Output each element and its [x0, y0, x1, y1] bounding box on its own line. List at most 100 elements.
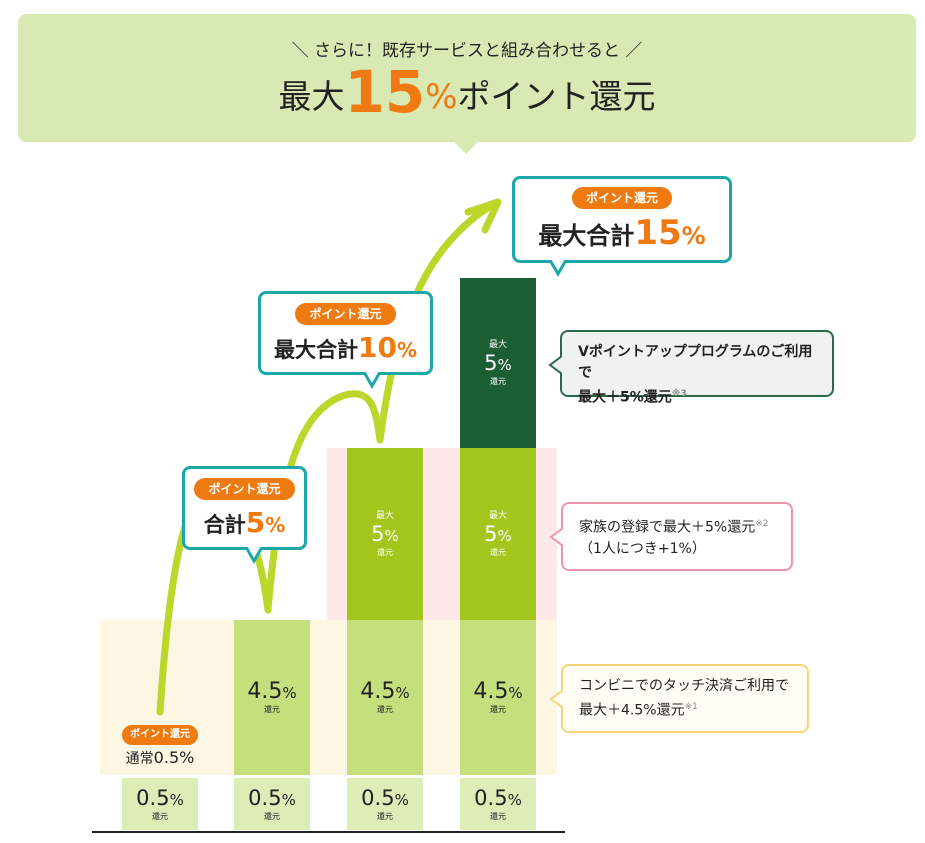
segment-top: 最大 [375, 510, 394, 521]
bubble-total-5: ポイント還元 合計5% [182, 466, 307, 550]
callout-family-line1-wrap: 家族の登録で最大＋5%還元※2 [579, 514, 775, 539]
column1-pill-wrap: ポイント還元 [122, 722, 198, 745]
segment-sub: 還元 [377, 812, 393, 821]
segment-number: 0.5 [474, 786, 508, 810]
segment-value: 4.5% [360, 680, 409, 705]
segment-value: 0.5% [361, 786, 409, 812]
segment-sub: 還元 [152, 812, 168, 821]
segment-sub: 還元 [264, 705, 280, 714]
bubble1-prefix: 合計 [203, 512, 246, 537]
headline-prefix: 最大 [278, 77, 345, 116]
bubble1-text: 合計5% [204, 506, 286, 539]
callout-vpoint-line1: Vポイントアッププログラムのご利用で [578, 344, 813, 381]
callout-family-note: ※2 [755, 519, 769, 529]
bubble1-unit: % [265, 512, 286, 537]
segment-number: 0.5 [248, 786, 282, 810]
segment-number: 5 [371, 521, 385, 546]
segment-sub: 還元 [490, 812, 506, 821]
segment-number: 4.5 [360, 679, 396, 704]
normal-rate-value: 0.5% [153, 748, 195, 767]
segment-unit: % [507, 791, 522, 809]
segment-unit: % [497, 355, 512, 374]
segment-unit: % [508, 684, 523, 702]
segment-value: 0.5% [248, 786, 296, 812]
column3-conv-segment: 4.5% 還元 [347, 620, 423, 775]
callout-vpoint: Vポイントアッププログラムのご利用で 最大＋5%還元※3 [560, 330, 834, 406]
headline-number: 15 [344, 58, 426, 126]
column1-pill: ポイント還元 [122, 725, 198, 745]
segment-unit: % [497, 526, 512, 545]
callout-family-line2: （1人につき+1%） [579, 540, 706, 557]
callout-vpoint-note: ※3 [671, 389, 687, 399]
segment-value: 5% [484, 522, 512, 548]
bubble1-tail [244, 547, 264, 565]
segment-sub: 還元 [490, 547, 506, 557]
callout-vpoint-line2-wrap: 最大＋5%還元※3 [578, 384, 816, 409]
banner-headline: 最大15%ポイント還元 [18, 62, 916, 127]
callout-convenience: コンビニでのタッチ決済ご利用で 最大＋4.5%還元※1 [561, 664, 809, 733]
segment-sub: 還元 [490, 705, 506, 714]
callout-conv-tail [549, 689, 563, 709]
segment-sub: 還元 [490, 376, 506, 386]
normal-rate-label: 通常0.5% [100, 748, 220, 768]
column2-conv-segment: 4.5% 還元 [234, 620, 310, 775]
column4-vpoint-segment: 最大 5% 還元 [460, 278, 536, 448]
segment-value: 0.5% [136, 786, 184, 812]
segment-value: 4.5% [247, 680, 296, 705]
segment-number: 0.5 [361, 786, 395, 810]
segment-value: 0.5% [474, 786, 522, 812]
segment-unit: % [282, 684, 297, 702]
segment-number: 4.5 [247, 679, 283, 704]
bubble2-text: 最大合計10% [274, 331, 417, 364]
banner-pointer [453, 141, 479, 154]
callout-family: 家族の登録で最大＋5%還元※2 （1人につき+1%） [561, 502, 793, 571]
segment-unit: % [394, 791, 409, 809]
bubble-max-total-10: ポイント還元 最大合計10% [258, 291, 433, 375]
headline-suffix: ポイント還元 [457, 77, 656, 116]
segment-number: 0.5 [136, 786, 170, 810]
bubble3-text: 最大合計15% [538, 213, 705, 253]
bubble3-pill: ポイント還元 [571, 186, 672, 209]
segment-unit: % [169, 791, 184, 809]
callout-conv-line2: 最大＋4.5%還元 [579, 702, 685, 719]
segment-top: 最大 [488, 510, 507, 521]
bubble2-unit: % [396, 337, 417, 362]
column4-base-segment: 0.5% 還元 [460, 778, 536, 830]
bubble1-pill: ポイント還元 [194, 477, 295, 500]
bubble1-number: 5 [245, 505, 266, 539]
headline-percent: % [425, 77, 458, 117]
segment-unit: % [281, 791, 296, 809]
column3-base-segment: 0.5% 還元 [347, 778, 423, 830]
callout-vpoint-tail [548, 355, 562, 375]
segment-number: 5 [484, 521, 498, 546]
callout-vpoint-line2: 最大＋5%還元 [578, 389, 672, 406]
segment-sub: 還元 [377, 547, 393, 557]
bubble2-prefix: 最大合計 [273, 337, 358, 362]
segment-value: 4.5% [473, 680, 522, 705]
segment-value: 5% [484, 351, 512, 377]
segment-top: 最大 [488, 339, 507, 350]
bubble2-pill: ポイント還元 [295, 302, 396, 325]
segment-unit: % [384, 526, 399, 545]
column2-base-segment: 0.5% 還元 [234, 778, 310, 830]
top-banner [18, 14, 916, 142]
bubble2-tail [362, 372, 382, 390]
column3-family-segment: 最大 5% 還元 [347, 448, 423, 620]
segment-sub: 還元 [377, 705, 393, 714]
baseline-rule [92, 831, 565, 833]
bubble3-tail [548, 260, 568, 278]
bubble2-number: 10 [357, 330, 397, 364]
callout-conv-line1: コンビニでのタッチ決済ご利用で [579, 678, 789, 694]
column4-family-segment: 最大 5% 還元 [460, 448, 536, 620]
segment-number: 4.5 [473, 679, 509, 704]
bubble3-unit: % [681, 221, 706, 250]
bubble-max-total-15: ポイント還元 最大合計15% [512, 176, 732, 263]
bubble3-number: 15 [634, 212, 682, 253]
callout-family-line1: 家族の登録で最大＋5%還元 [579, 519, 756, 536]
callout-conv-note: ※1 [684, 702, 698, 712]
segment-sub: 還元 [264, 812, 280, 821]
column4-conv-segment: 4.5% 還元 [460, 620, 536, 775]
normal-rate-prefix: 通常 [125, 751, 154, 767]
callout-conv-line2-wrap: 最大＋4.5%還元※1 [579, 697, 791, 722]
bubble3-prefix: 最大合計 [538, 221, 635, 250]
